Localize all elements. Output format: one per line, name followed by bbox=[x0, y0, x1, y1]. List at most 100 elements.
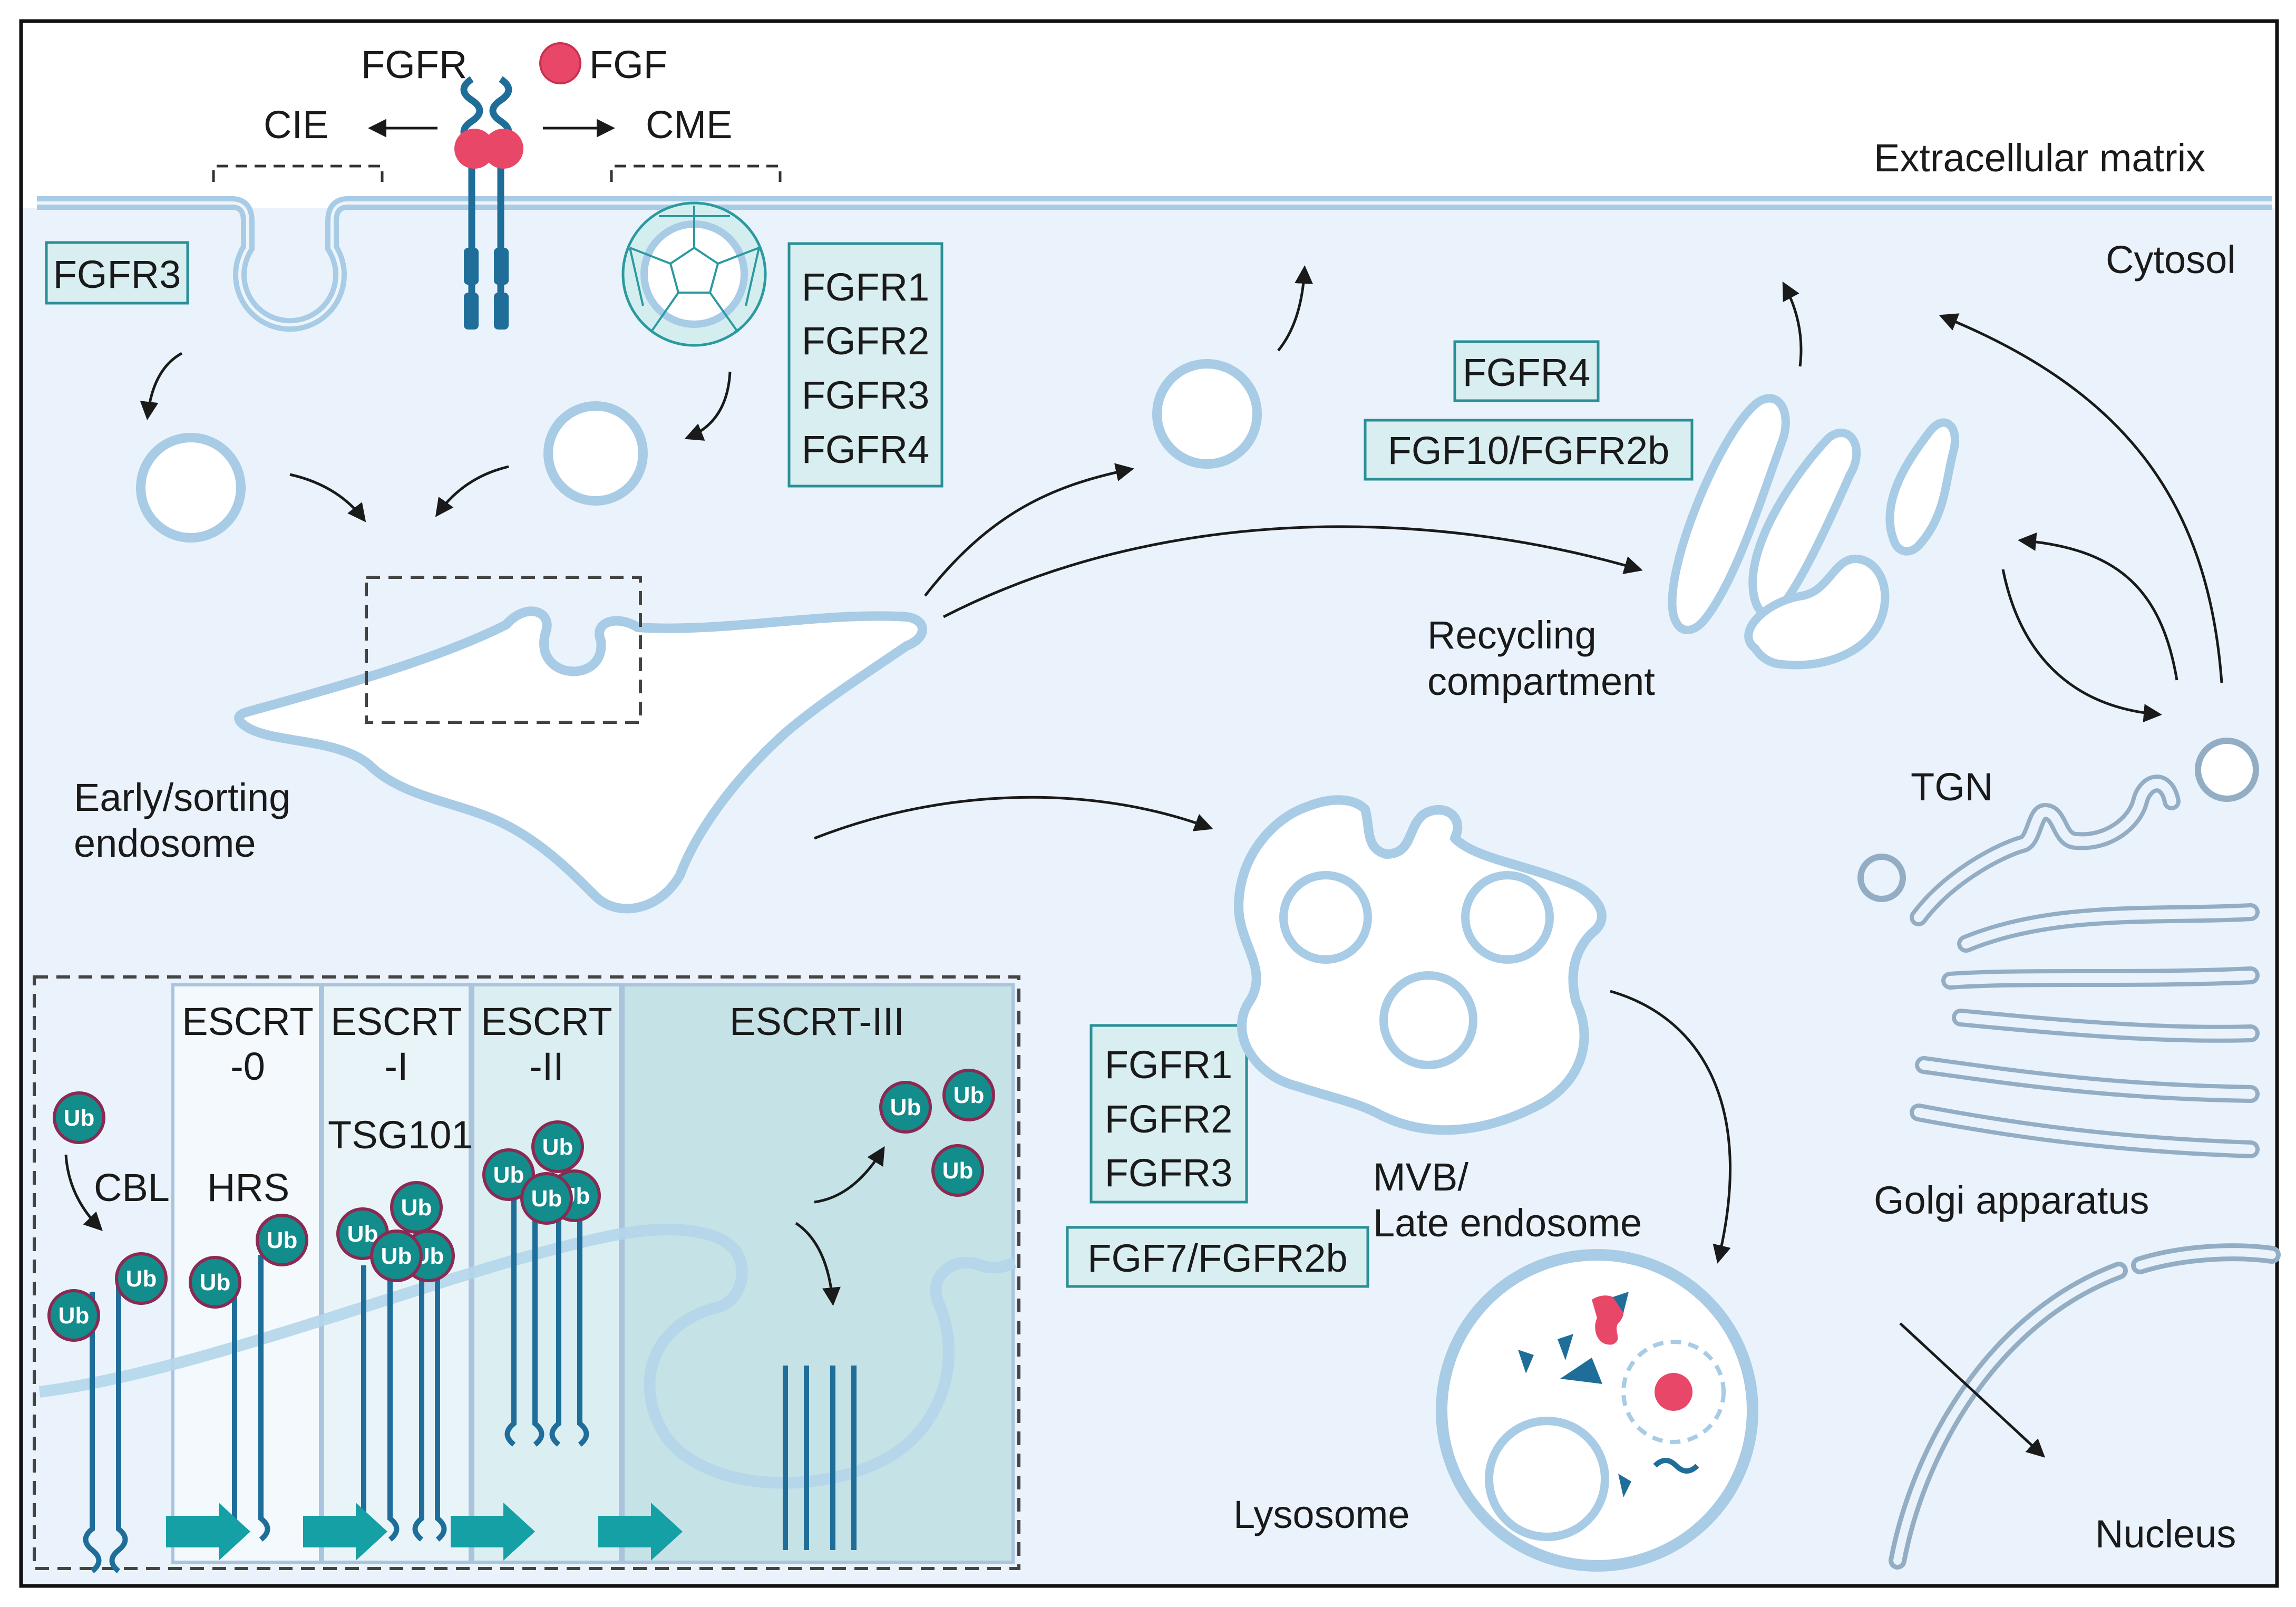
cme-vesicle bbox=[543, 401, 648, 506]
arrow-vesicle-to-endosome-2 bbox=[435, 465, 509, 517]
cme-receptor-box: FGFR1 FGFR2 FGFR3 FGFR4 bbox=[787, 242, 943, 488]
svg-text:-0: -0 bbox=[230, 1044, 265, 1088]
recycling-compartment-label-2: compartment bbox=[1427, 660, 1655, 703]
svg-text:FGFR4: FGFR4 bbox=[802, 428, 930, 471]
tgn-vesicle-small bbox=[1857, 854, 1906, 902]
recycling-compartment-label-1: Recycling bbox=[1427, 613, 1597, 657]
svg-text:Ub: Ub bbox=[954, 1082, 985, 1108]
intraluminal-vesicle-1 bbox=[1279, 871, 1372, 964]
escrt-panel: ESCRT -0 ESCRT -I ESCRT -II ESCRT-III CB… bbox=[33, 975, 1020, 1573]
svg-text:Ub: Ub bbox=[542, 1134, 573, 1160]
ub-badge bbox=[390, 1181, 443, 1234]
cytosol-label: Cytosol bbox=[2106, 238, 2236, 282]
svg-text:Ub: Ub bbox=[347, 1221, 378, 1247]
svg-text:ESCRT-III: ESCRT-III bbox=[729, 1000, 904, 1043]
ub-badge bbox=[482, 1148, 535, 1201]
golgi-apparatus-inner bbox=[1914, 779, 2255, 1154]
svg-text:FGFR3: FGFR3 bbox=[1105, 1151, 1233, 1195]
svg-text:FGF10/FGFR2b: FGF10/FGFR2b bbox=[1388, 429, 1670, 472]
cie-vesicle bbox=[136, 433, 246, 543]
ub-badge bbox=[370, 1230, 423, 1282]
cie-receptor-box: FGFR3 bbox=[45, 241, 189, 305]
mvb-label-2: Late endosome bbox=[1373, 1201, 1642, 1245]
receptor-fragment-1 bbox=[1558, 1334, 1573, 1360]
svg-text:Ub: Ub bbox=[531, 1186, 562, 1212]
ub-badge bbox=[115, 1252, 168, 1305]
lysosome-internal-vesicle bbox=[1485, 1417, 1609, 1541]
svg-text:FGFR3: FGFR3 bbox=[53, 253, 181, 296]
receptor-fragment-2 bbox=[1518, 1350, 1534, 1373]
tgn-label: TGN bbox=[1911, 765, 1993, 809]
arrow-recycling-vesicle-to-membrane bbox=[1277, 265, 1314, 352]
ub-badge bbox=[531, 1120, 584, 1173]
process-arrow bbox=[598, 1503, 683, 1561]
early-endosome-label-2: endosome bbox=[74, 821, 256, 865]
extracellular-matrix-label: Extracellular matrix bbox=[1874, 136, 2205, 180]
cie-bracket bbox=[212, 164, 384, 182]
ub-badge bbox=[189, 1256, 241, 1309]
clathrin-coated-pit bbox=[621, 201, 767, 347]
intraluminal-vesicle-2 bbox=[1461, 871, 1554, 964]
intraluminal-vesicle-3 bbox=[1379, 971, 1477, 1069]
arrow-golgi-to-membrane bbox=[1939, 313, 2223, 683]
receptor-fragment-5 bbox=[1618, 1474, 1631, 1497]
svg-text:ESCRT: ESCRT bbox=[182, 1000, 313, 1043]
ub-badges: Ub Ub Ub Ub Ub Ub Ub Ub Ub Ub Ub Ub Ub bbox=[47, 1069, 995, 1342]
svg-text:-I: -I bbox=[384, 1044, 408, 1088]
zoom-region-box bbox=[365, 576, 642, 724]
nucleus-label: Nucleus bbox=[2095, 1512, 2236, 1556]
arrow-recycling-to-golgi bbox=[2001, 569, 2162, 723]
ub-badge bbox=[931, 1144, 984, 1197]
degradation-receptor-box: FGFR1 FGFR2 FGFR3 FGF7/FGFR2b bbox=[1066, 1024, 1369, 1288]
svg-text:Ub: Ub bbox=[267, 1227, 298, 1253]
svg-text:FGFR4: FGFR4 bbox=[1463, 351, 1591, 394]
ub-badge bbox=[256, 1214, 308, 1266]
arrow-recycling-to-membrane bbox=[1782, 281, 1803, 367]
hrs-label: HRS bbox=[207, 1166, 289, 1209]
arrow-endosome-to-recycling-compartment bbox=[942, 525, 1643, 618]
early-endosome-label-1: Early/sorting bbox=[74, 776, 290, 819]
degraded-fgf-icon bbox=[1655, 1373, 1692, 1411]
lysosome bbox=[1436, 1249, 1758, 1572]
fgf-ligand-icon bbox=[539, 42, 581, 84]
ub-badge bbox=[942, 1069, 995, 1121]
svg-text:ESCRT: ESCRT bbox=[481, 1000, 612, 1043]
svg-text:Ub: Ub bbox=[942, 1158, 974, 1184]
svg-text:-II: -II bbox=[529, 1044, 564, 1088]
svg-text:Ub: Ub bbox=[381, 1243, 412, 1269]
recycling-receptor-box: FGFR4 FGF10/FGFR2b bbox=[1364, 340, 1694, 481]
ub-badge bbox=[520, 1172, 573, 1225]
process-arrow bbox=[303, 1503, 387, 1561]
svg-text:FGFR2: FGFR2 bbox=[802, 319, 930, 363]
process-arrow bbox=[166, 1503, 250, 1561]
svg-text:FGFR1: FGFR1 bbox=[1105, 1043, 1233, 1087]
arrow-endosome-to-recycling-vesicle bbox=[924, 463, 1134, 597]
receptor-fragment-4 bbox=[1613, 1292, 1629, 1313]
ub-badge bbox=[47, 1289, 100, 1342]
cie-label: CIE bbox=[264, 103, 328, 147]
lysosome-label: Lysosome bbox=[1233, 1493, 1410, 1536]
svg-text:Ub: Ub bbox=[401, 1195, 432, 1221]
arrow-cie-pit-to-vesicle bbox=[140, 352, 183, 420]
cme-label: CME bbox=[646, 103, 732, 147]
fgfr-label: FGFR bbox=[361, 43, 467, 86]
svg-text:Ub: Ub bbox=[493, 1162, 524, 1188]
cbl-label: CBL bbox=[94, 1166, 170, 1209]
svg-text:Ub: Ub bbox=[59, 1303, 90, 1329]
ub-badge bbox=[879, 1081, 932, 1134]
recycling-compartment bbox=[1668, 394, 1959, 670]
svg-text:FGFR1: FGFR1 bbox=[802, 265, 930, 309]
fgfr-dimer bbox=[454, 76, 523, 330]
receptor-fragment-3 bbox=[1560, 1358, 1602, 1384]
svg-text:ESCRT: ESCRT bbox=[330, 1000, 462, 1043]
arrow-endosome-to-mvb bbox=[814, 796, 1213, 840]
arrow-vesicle-to-endosome-1 bbox=[289, 473, 366, 522]
process-arrow bbox=[451, 1503, 535, 1561]
receptor-fragment-6 bbox=[1653, 1458, 1699, 1474]
arrow-golgi-to-recycling bbox=[2018, 532, 2178, 681]
arrow-golgi-to-nucleus bbox=[1899, 1322, 2046, 1458]
cme-bracket bbox=[610, 164, 782, 182]
arrow-mvb-to-lysosome bbox=[1610, 990, 1732, 1264]
tsg101-label: TSG101 bbox=[328, 1113, 473, 1157]
